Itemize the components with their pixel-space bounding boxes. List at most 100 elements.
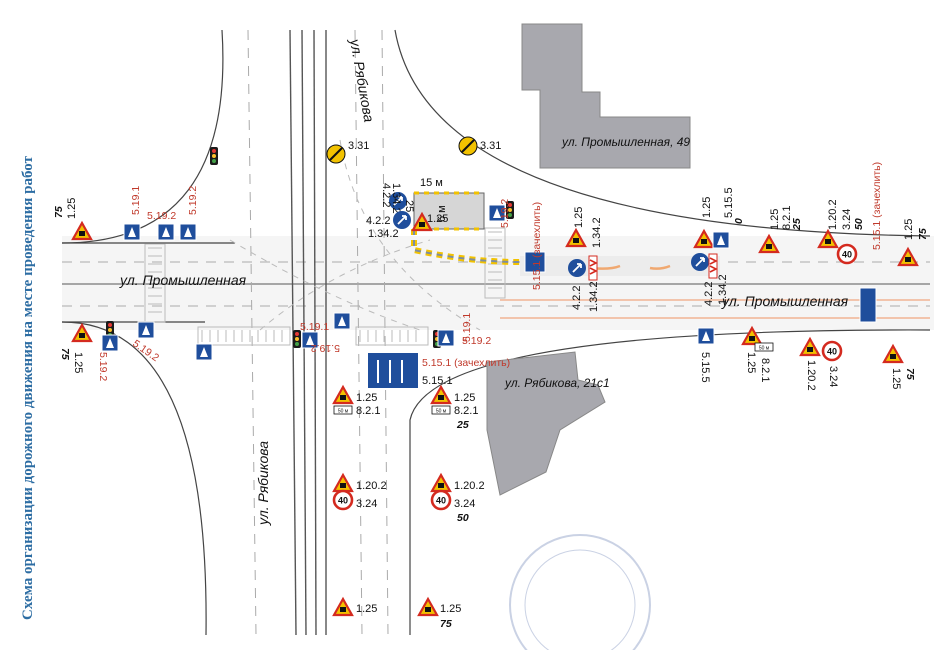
- sign-code: 1.25: [701, 197, 713, 218]
- street-label-promyshlennaya-east: ул. Промышленная: [721, 293, 849, 309]
- sign-code: 75: [904, 368, 916, 380]
- sign-code: 75: [59, 348, 71, 360]
- narrowing-sign-icon-s1: [332, 473, 354, 493]
- sign-code: 75: [53, 206, 65, 218]
- scheme-title: Схема организации дорожного движения на …: [20, 155, 36, 620]
- sign-code: 5.19.2: [187, 186, 199, 215]
- work-zone: 15 м 6 м: [368, 177, 877, 388]
- distance-plate-icon-s1: [333, 405, 353, 415]
- signs-center: 4.2.2 1.34.2 25 4.2.2 1.34.2 1.25 5.19.2…: [300, 183, 543, 387]
- end-restriction-sign-icon-b: [458, 136, 478, 156]
- roadworks-sign-icon-w: [71, 221, 93, 241]
- sign-code: 5.19.2: [147, 210, 176, 222]
- sign-code: 5.15.1 (зачехлить): [871, 162, 883, 250]
- signs-south-left: 1.25 8.2.1 1.20.2 3.24 1.25: [332, 385, 387, 617]
- sign-code: 1.25: [903, 219, 915, 240]
- sign-code: 5.19.2: [130, 338, 161, 365]
- sign-code: 5.19.2: [462, 335, 491, 347]
- detour-chevron-icon-b: [708, 253, 718, 279]
- street-label-ryabikova-north: ул. Рябикова: [347, 37, 378, 124]
- sign-code: 5.15.1 (зачехлить): [531, 202, 543, 290]
- distance-plate-icon-s2: [431, 405, 451, 415]
- sign-code: 75: [440, 618, 452, 630]
- sign-code: 4.2.2: [571, 286, 583, 310]
- roadworks-sign-icon-e5: [741, 326, 763, 346]
- sign-code: 5.15.1: [422, 375, 453, 387]
- crosswalk-sign-icon-d: [101, 334, 119, 352]
- signs-north: 3.31 3.31: [326, 136, 501, 164]
- keep-right-sign-icon-c: [567, 258, 587, 278]
- lane-direction-sign-icon: [368, 353, 418, 388]
- speed-limit-sign-icon-e2: [821, 340, 843, 362]
- sign-code: 25: [403, 200, 415, 212]
- sign-code: 1.25: [72, 352, 84, 373]
- sign-code: 50: [457, 512, 469, 524]
- sign-code: 1.25: [440, 603, 461, 615]
- sign-code: 1.20.2: [805, 360, 817, 391]
- work-zone-width: 6 м: [436, 205, 448, 222]
- crosswalk-sign-icon-a: [123, 223, 141, 241]
- distance-plate-icon-e1: [754, 342, 774, 352]
- signs-east-upper: 1.25 1.34.2 4.2.2 1.34.2 1.25 5.15.5 0 4…: [565, 162, 929, 312]
- lane-sign-icon-east: [859, 287, 877, 323]
- sign-code: 5.19.2: [97, 352, 109, 381]
- detour-chevron-icon-a: [588, 255, 598, 281]
- work-zone-length: 15 м: [420, 177, 443, 189]
- sign-code: 1.25: [890, 368, 902, 389]
- sign-code: 4.2.2: [380, 183, 392, 207]
- sign-code: 1.34.2: [717, 274, 729, 305]
- keep-right-sign-icon-b: [392, 210, 412, 230]
- building-label-south: ул. Рябикова, 21с1: [504, 376, 610, 390]
- speed-limit-sign-icon-e1: [836, 243, 858, 265]
- sign-code: 4.2.2: [366, 215, 390, 227]
- sign-code: 5.19.1: [130, 186, 142, 215]
- sign-code: 50: [853, 218, 865, 230]
- sign-code: 5.15.5: [699, 352, 711, 383]
- street-label-ryabikova-south: ул. Рябикова: [255, 441, 271, 526]
- sign-code: 1.25: [427, 213, 448, 225]
- sign-code: 1.20.2: [454, 480, 485, 492]
- crosswalk-sign-icon-j: [437, 329, 455, 347]
- crosswalk-sign-icon-f: [195, 343, 213, 361]
- narrowing-sign-icon-s2: [430, 473, 452, 493]
- sign-code: 25: [791, 218, 803, 231]
- sign-code: 1.25: [769, 209, 781, 230]
- sign-code: 1.20.2: [827, 199, 839, 230]
- stamp: [509, 534, 651, 650]
- signs-east-lower: 5.15.5 1.25 8.2.1 1.20.2 3.24 1.25 75: [697, 326, 916, 391]
- sign-code: 25: [456, 419, 469, 431]
- sign-code: 8.2.1: [454, 405, 478, 417]
- sign-code: 5.19.2: [499, 199, 511, 228]
- roadworks-sign-icon-s3: [430, 385, 452, 405]
- sign-code: 75: [917, 228, 929, 240]
- sign-code: 1.34.2: [368, 228, 399, 240]
- sign-code: 1.34.2: [588, 281, 600, 312]
- roadworks-sign-icon-s2: [332, 597, 354, 617]
- sign-code: 3.24: [356, 498, 377, 510]
- roadworks-sign-icon-s1: [332, 385, 354, 405]
- crosswalk-sign-icon-i: [333, 312, 351, 330]
- roadworks-sign-icon-s4: [417, 597, 439, 617]
- lane-end-sign-icon: [697, 327, 715, 345]
- sign-code: 1.20.2: [356, 480, 387, 492]
- signs-south-right: 1.25 8.2.1 25 1.20.2 3.24 50 1.25 75: [417, 385, 485, 630]
- sign-code: 1.25: [745, 352, 757, 373]
- roadworks-sign-icon-e6: [882, 344, 904, 364]
- sign-code: 8.2.1: [356, 405, 380, 417]
- road-network: [61, 29, 934, 636]
- sign-code: 1.25: [573, 207, 585, 228]
- sign-code: 8.2.1: [781, 206, 793, 230]
- sign-code: 1.25: [356, 603, 377, 615]
- lane-start-sign-icon: [712, 231, 730, 249]
- crosswalk-sign-icon-b: [157, 223, 175, 241]
- sign-code: 1.25: [66, 198, 78, 219]
- street-label-promyshlennaya-west: ул. Промышленная: [119, 272, 247, 288]
- lane-sign-icon: [524, 251, 546, 273]
- crosswalk-sign-icon-e: [137, 321, 155, 339]
- building-label-north: ул. Промышленная, 49: [561, 135, 690, 149]
- sign-code: 8.2.1: [759, 358, 771, 382]
- sign-code: 3.24: [841, 209, 853, 230]
- sign-code: 1.34.2: [591, 217, 603, 248]
